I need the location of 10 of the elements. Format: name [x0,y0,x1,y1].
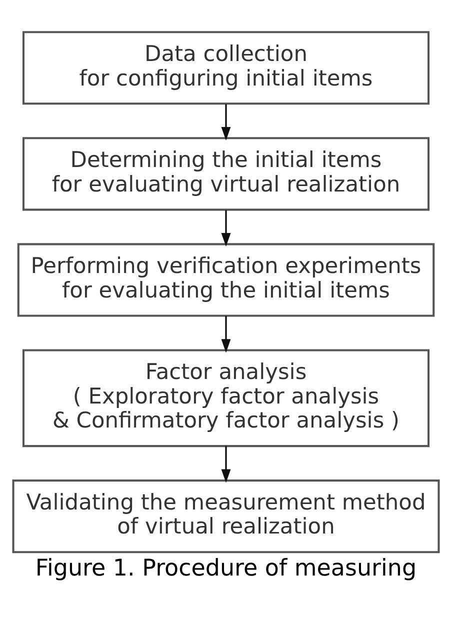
arrow [221,446,231,482]
node-box: Determining the initial items for evaluating virtual realization [22,136,430,210]
arrow [221,210,231,246]
node-box: Performing verification experiments for evaluating the initial items [17,242,435,316]
node-box: Validating the measurement method of virtual realization [12,479,440,553]
arrow [221,315,231,352]
caption: Figure 1. Procedure of measuring [35,555,417,582]
arrow [221,104,231,140]
node-box: Data collection for configuring initial items [22,30,430,104]
node-box: Factor analysis ( Exploratory factor analysis & Confirmatory factor analysis ) [22,348,430,447]
